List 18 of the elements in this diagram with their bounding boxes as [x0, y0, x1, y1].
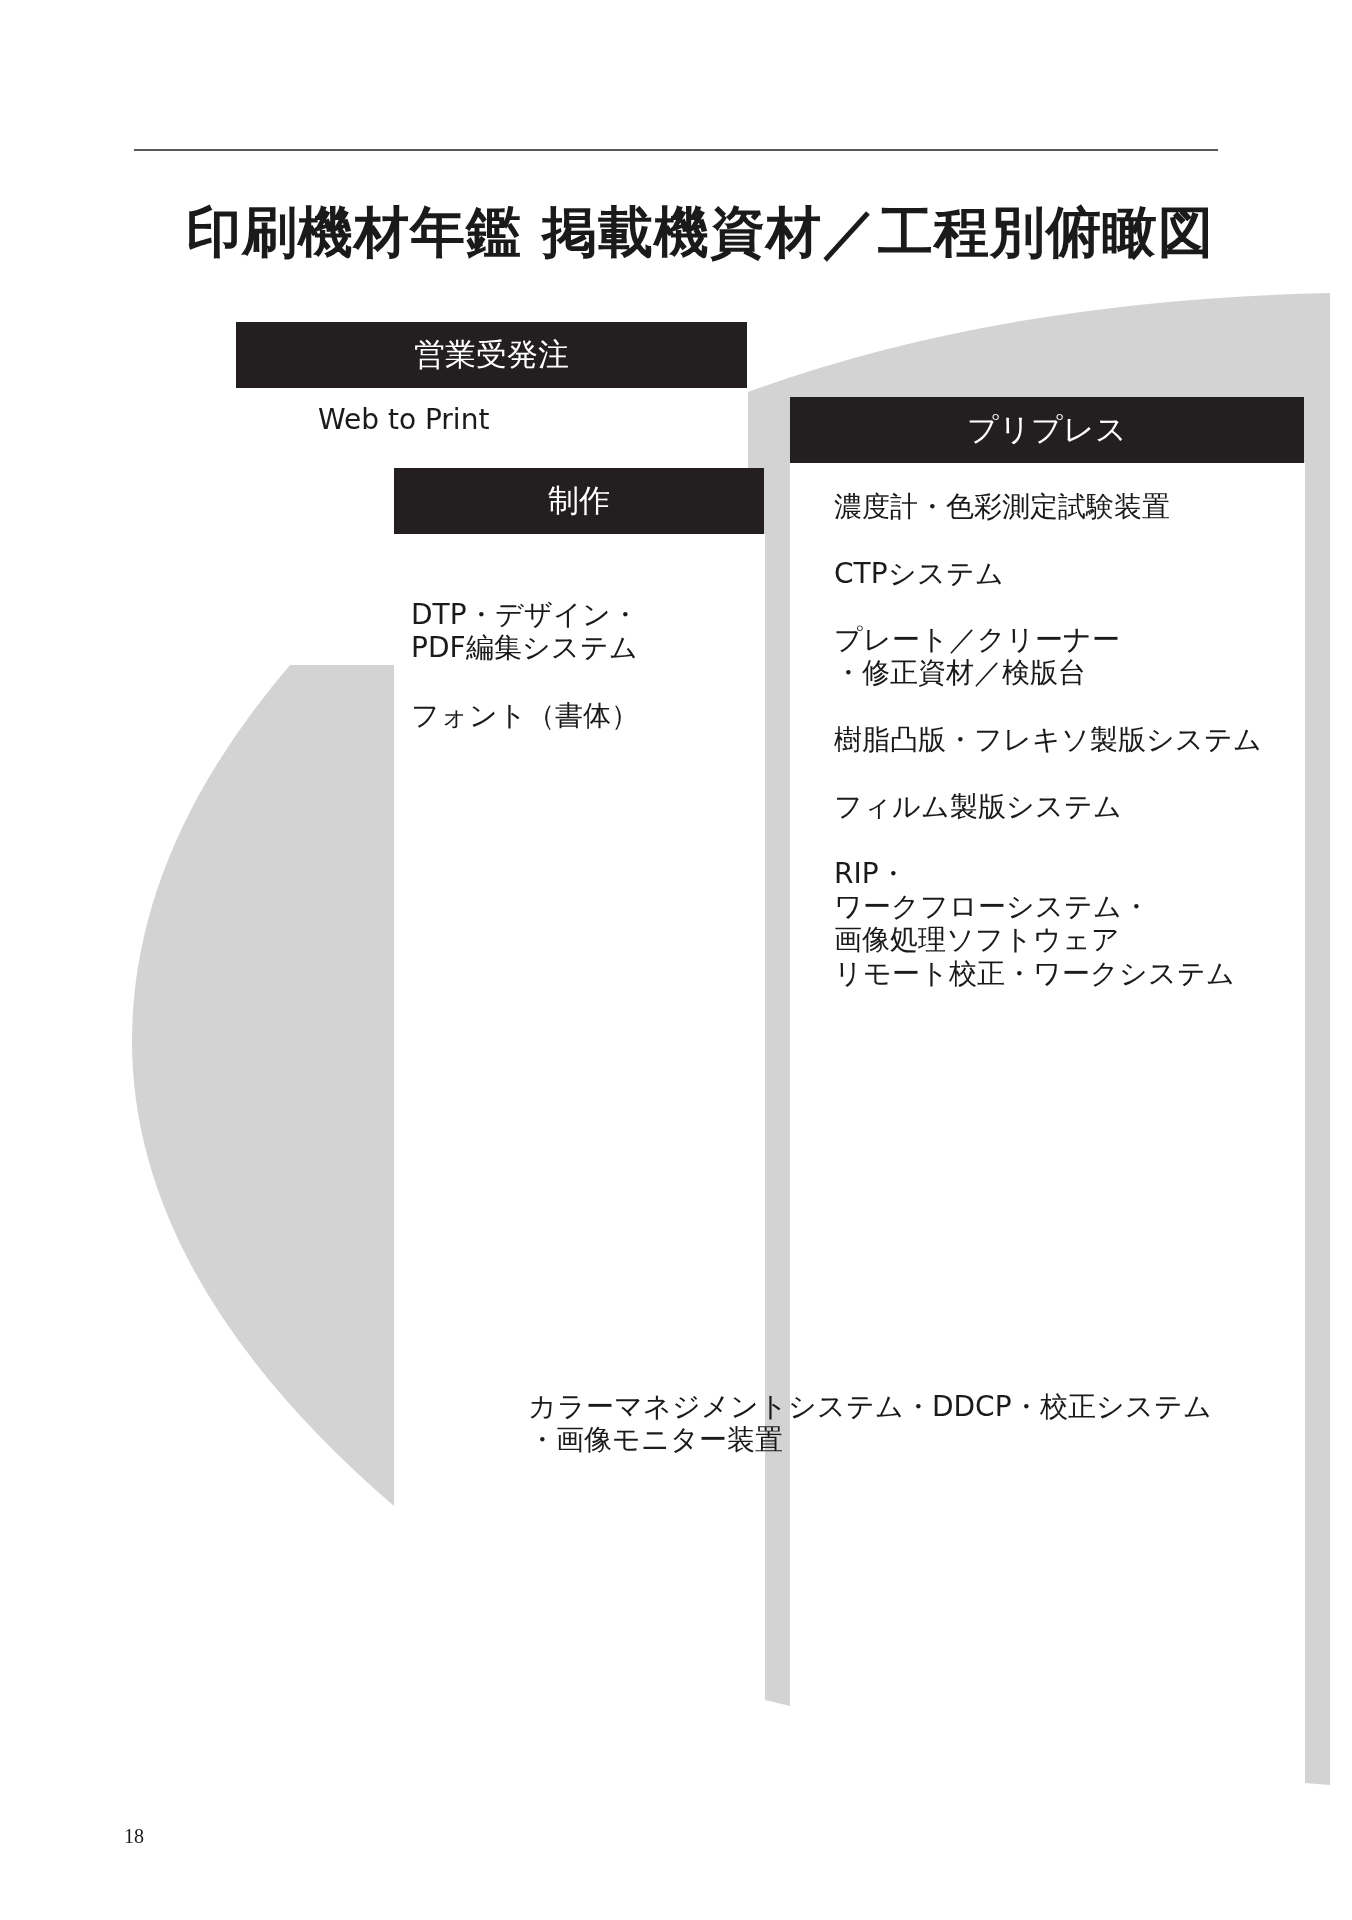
item-text: カラーマネジメントシステム・DDCP・校正システム・画像モニター装置 — [528, 1390, 1213, 1456]
item-text: 画像処理ソフトウェア — [834, 923, 1121, 956]
item-text: CTPシステム — [834, 557, 1005, 590]
item-text: 樹脂凸版・フレキソ製版システム — [834, 723, 1263, 756]
item-text: Web to Print — [318, 403, 491, 436]
stage-header: プリプレス — [790, 397, 1304, 463]
item-text: フィルム製版システム — [834, 790, 1123, 823]
item-text: リモート校正・ワークシステム — [834, 957, 1236, 990]
stage-header: 制作 — [394, 468, 764, 534]
title: 印刷機材年鑑 掲載機資材／工程別俯瞰図 — [184, 199, 1216, 266]
item-text: フォント（書体） — [411, 699, 640, 732]
item-text: RIP・ — [834, 857, 908, 890]
page-number: 18 — [124, 1824, 145, 1849]
stage-header: 営業受発注 — [236, 322, 747, 388]
item-text: 濃度計・色彩測定試験装置 — [834, 490, 1171, 523]
item-text: ワークフローシステム・ — [834, 890, 1151, 923]
item-text: プレート／クリーナー・修正資材／検版台 — [834, 623, 1121, 689]
item-text: DTP・デザイン・PDF編集システム — [411, 598, 640, 664]
